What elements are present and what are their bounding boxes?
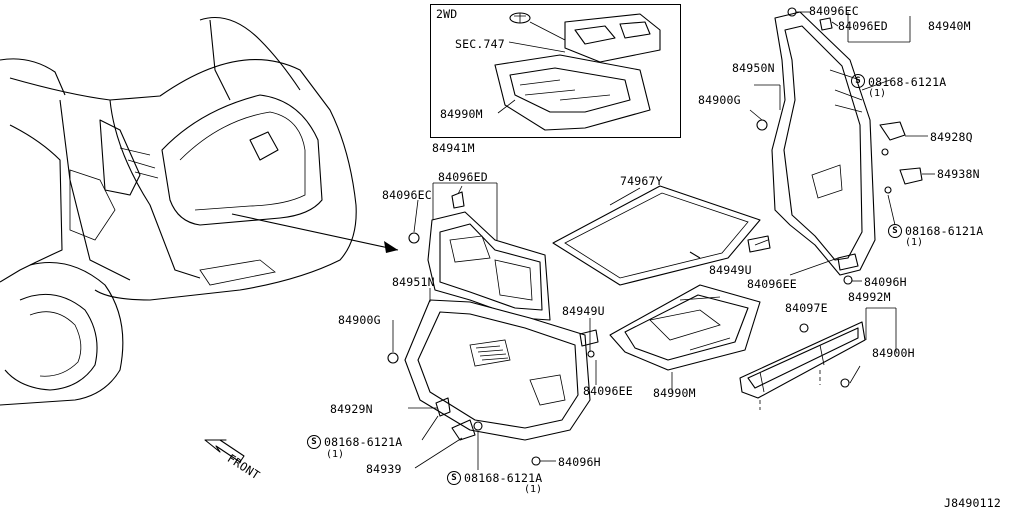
screw-symbol-l: S <box>307 435 321 449</box>
trim-84951n <box>387 288 599 470</box>
front-arrow <box>204 439 245 463</box>
label-84900h: 84900H <box>872 346 915 360</box>
label-84900g-left: 84900G <box>338 313 381 327</box>
label-84950n: 84950N <box>732 61 775 75</box>
qty-08168-r1: (1) <box>868 88 887 99</box>
label-84951n: 84951N <box>392 275 435 289</box>
qty-08168-l: (1) <box>326 449 345 460</box>
inset-title: 2WD <box>436 7 458 21</box>
label-sec747: SEC.747 <box>455 37 505 51</box>
drawing-id: J8490112 <box>944 496 1001 510</box>
label-84096ed-top: 84096ED <box>838 19 888 33</box>
qty-08168-r2: (1) <box>905 237 924 248</box>
tray-84990m <box>609 284 761 392</box>
label-84929n: 84929N <box>330 402 373 416</box>
label-84096h-right: 84096H <box>864 275 907 289</box>
label-84096h-bottom: 84096H <box>558 455 601 469</box>
inset-tray-drawing <box>494 12 661 131</box>
label-84949u-right: 84949U <box>709 263 752 277</box>
callout-arrow <box>231 213 399 253</box>
inset-2wd-frame <box>430 4 681 138</box>
screw-symbol-b: S <box>447 471 461 485</box>
label-84096ee-mid: 84096EE <box>583 384 633 398</box>
vehicle-outline <box>0 16 357 406</box>
label-08168-r1: 08168-6121A <box>868 75 947 89</box>
label-84096ec-top: 84096EC <box>809 4 859 18</box>
qty-08168-b: (1) <box>524 484 543 495</box>
label-84941m: 84941M <box>432 141 475 155</box>
label-84940m: 84940M <box>928 19 971 33</box>
label-84928q: 84928Q <box>930 130 973 144</box>
label-74967y: 74967Y <box>620 174 663 188</box>
screw-symbol-r2: S <box>888 224 902 238</box>
label-84096ee-right: 84096EE <box>747 277 797 291</box>
label-08168-b: 08168-6121A <box>464 471 543 485</box>
label-84938n: 84938N <box>937 167 980 181</box>
label-08168-r2: 08168-6121A <box>905 224 984 238</box>
label-08168-l: 08168-6121A <box>324 435 403 449</box>
label-84097e: 84097E <box>785 301 828 315</box>
label-84949u-mid: 84949U <box>562 304 605 318</box>
label-84900g-right: 84900G <box>698 93 741 107</box>
board-74967y <box>552 185 761 286</box>
label-84939: 84939 <box>366 462 402 476</box>
label-84096ed-mid: 84096ED <box>438 170 488 184</box>
label-84096ec-mid: 84096EC <box>382 188 432 202</box>
label-84990m-main: 84990M <box>653 386 696 400</box>
label-84990m-inset: 84990M <box>440 107 483 121</box>
screw-symbol-r1: S <box>851 74 865 88</box>
trim-84950n <box>747 7 935 285</box>
label-84992m: 84992M <box>848 290 891 304</box>
finisher-84992m <box>739 307 897 410</box>
